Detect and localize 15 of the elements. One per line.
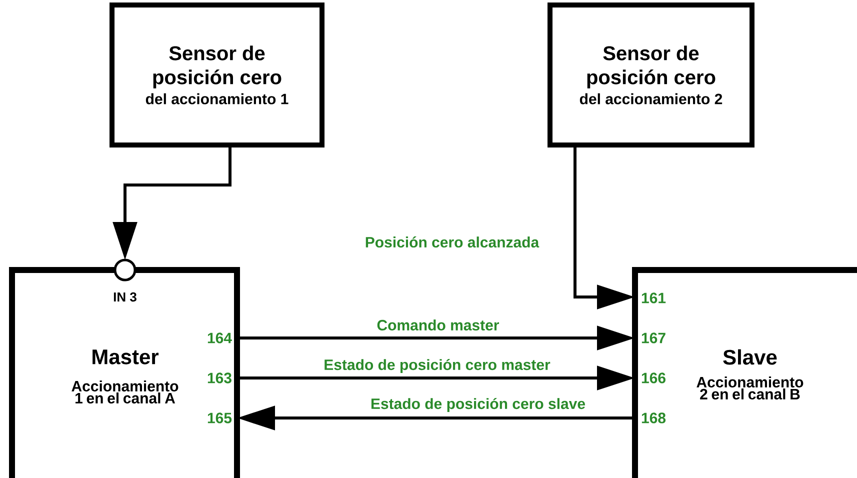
input-label: IN 3 (114, 292, 136, 302)
pin-number: 164 (208, 332, 232, 344)
pin-number: 163 (208, 372, 232, 384)
edge-label: Comando master (376, 318, 500, 332)
sensor-box: Sensor de posición cero del accionamiento 2 (548, 2, 754, 148)
input-circle (114, 258, 136, 282)
edge-label: Estado de posición cero master (322, 358, 552, 374)
pin-number: 165 (208, 412, 232, 424)
edge-label: Posición cero alcanzada (364, 235, 540, 249)
pin-number: 166 (642, 372, 666, 384)
pin-number: 167 (642, 332, 666, 344)
pin-number: 168 (642, 412, 666, 424)
edge-label: Estado de posición cero slave (369, 396, 587, 414)
pin-number: 161 (642, 292, 666, 304)
sensor-box: Sensor de posición cero del accionamiento 1 (110, 2, 324, 148)
